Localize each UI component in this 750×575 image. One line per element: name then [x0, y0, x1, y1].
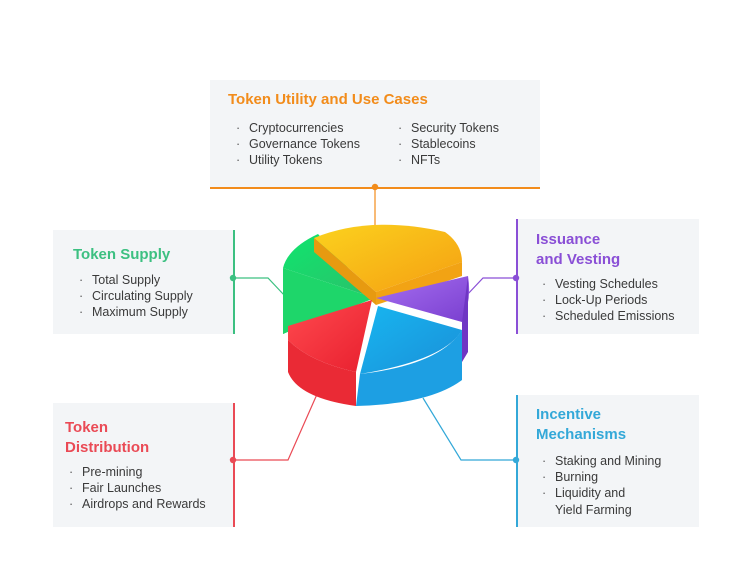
supply-card: Token Supply ·Total Supply ·Circulating … — [53, 230, 235, 334]
distribution-list: ·Pre-mining ·Fair Launches ·Airdrops and… — [69, 464, 206, 513]
list-item: ·Fair Launches — [69, 481, 162, 496]
connector-incentive — [422, 397, 516, 461]
issuance-list: ·Vesting Schedules ·Lock-Up Periods ·Sch… — [542, 276, 675, 325]
slice-red — [288, 300, 372, 406]
list-item: ·Airdrops and Rewards — [69, 497, 206, 512]
list-item: ·Stablecoins — [398, 137, 476, 152]
utility-title: Token Utility and Use Cases — [228, 91, 428, 108]
list-item: ·Burning — [542, 470, 599, 485]
list-item: ·Pre-mining — [69, 465, 143, 479]
incentive-title: Incentive Mechanisms — [536, 406, 627, 443]
incentive-card: Incentive Mechanisms ·Staking and Mining… — [516, 395, 699, 527]
slice-purple — [376, 276, 470, 362]
supply-title: Token Supply — [73, 246, 171, 263]
dot-incentive — [512, 456, 520, 464]
list-item: ·Scheduled Emissions — [542, 309, 675, 324]
list-item: ·Security Tokens — [398, 121, 500, 135]
list-item: ·Liquidity and Yield Farming — [542, 486, 632, 517]
incentive-list: ·Staking and Mining ·Burning ·Liquidity … — [542, 453, 661, 518]
list-item: ·Utility Tokens — [236, 153, 323, 168]
connector-issuance — [465, 277, 516, 297]
dot-distribution — [229, 456, 237, 464]
list-item: ·Governance Tokens — [236, 137, 360, 152]
distribution-card: Token Distribution ·Pre-mining ·Fair Lau… — [53, 403, 235, 527]
list-item: ·Lock-Up Periods — [542, 293, 648, 308]
supply-list: ·Total Supply ·Circulating Supply ·Maxim… — [79, 272, 193, 321]
list-item: ·NFTs — [398, 153, 441, 168]
issuance-title: Issuance and Vesting — [536, 231, 621, 268]
list-item: ·Maximum Supply — [79, 305, 188, 320]
list-item: ·Circulating Supply — [79, 289, 193, 304]
utility-list-right: ·Security Tokens ·Stablecoins ·NFTs — [398, 120, 499, 169]
distribution-title: Token Distribution — [65, 419, 150, 456]
slice-blue — [356, 306, 462, 406]
list-item: ·Staking and Mining — [542, 454, 662, 468]
list-item: ·Cryptocurrencies — [236, 121, 344, 135]
dot-utility — [371, 183, 379, 191]
connector-supply — [233, 277, 286, 297]
dot-issuance — [512, 274, 520, 282]
dot-supply — [229, 274, 237, 282]
connector-distribution — [233, 391, 319, 461]
list-item: ·Total Supply — [79, 273, 161, 287]
list-item: ·Vesting Schedules — [542, 277, 658, 291]
utility-card: Token Utility and Use Cases ·Cryptocurre… — [210, 80, 540, 189]
utility-list-left: ·Cryptocurrencies ·Governance Tokens ·Ut… — [236, 120, 360, 169]
issuance-card: Issuance and Vesting ·Vesting Schedules … — [516, 219, 699, 334]
